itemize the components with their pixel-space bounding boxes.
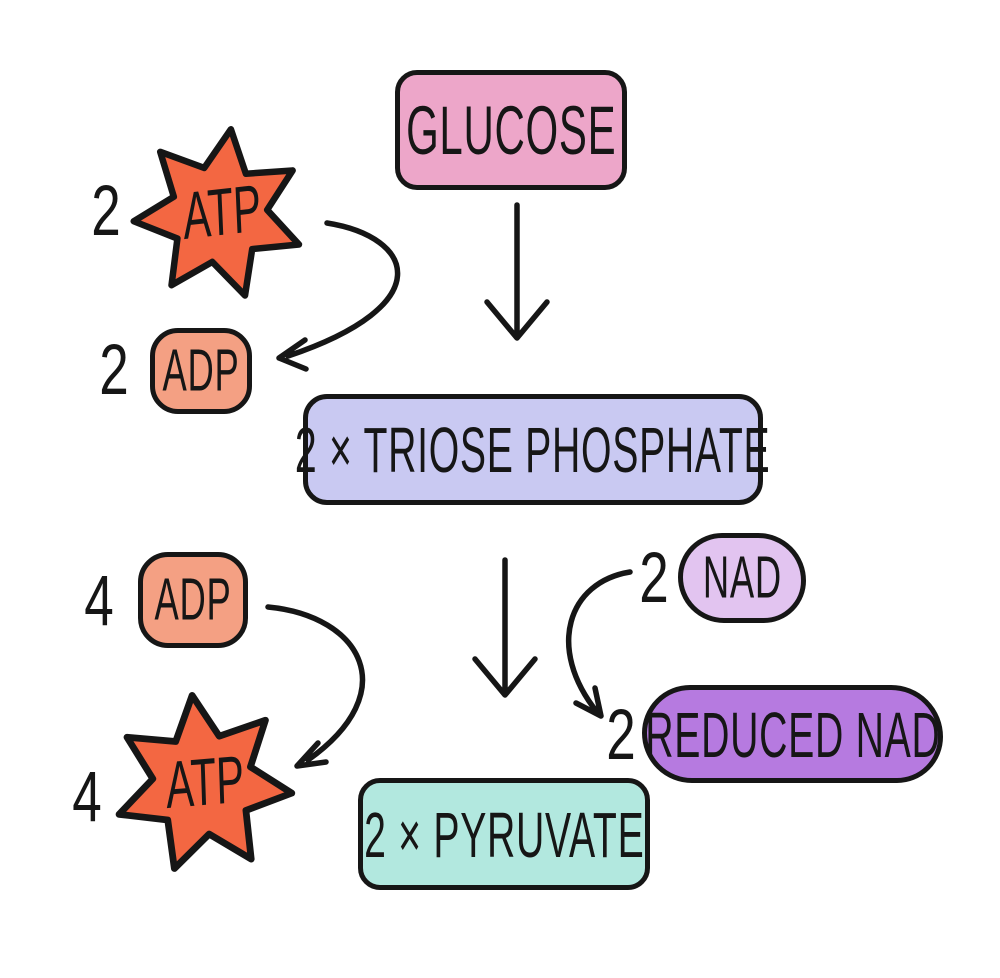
nad-label: NAD: [702, 544, 782, 612]
pyruvate-box: 2 × PYRUVATE: [358, 778, 650, 890]
adp-top-box: ADP: [150, 328, 252, 414]
atp-star-icon: [130, 126, 303, 299]
adp-bottom-box: ADP: [138, 552, 248, 648]
atp-star-icon: [115, 692, 296, 872]
adp-bottom-label: ADP: [154, 566, 232, 634]
arrow-triose-to-pyruvate: [472, 557, 538, 698]
adp-top-label: ADP: [162, 337, 240, 405]
arrow-nad-to-reduced-nad: [565, 569, 633, 719]
arrow-atp-to-adp: [276, 220, 401, 372]
atp-bottom-label: ATP: [164, 741, 246, 824]
reduced-nad-pill: REDUCED NAD: [642, 685, 943, 783]
triose-phosphate-label: 2 × TRIOSE PHOSPHATE: [295, 413, 771, 486]
triose-phosphate-box: 2 × TRIOSE PHOSPHATE: [295, 394, 770, 505]
adp-bottom-count: 4: [84, 561, 114, 641]
arrow-adp-to-atp: [265, 604, 366, 769]
atp-top-label: ATP: [181, 170, 263, 255]
pyruvate-label: 2 × PYRUVATE: [363, 797, 645, 871]
glucose-label: GLUCOSE: [405, 91, 617, 169]
nad-oval: NAD: [678, 533, 806, 623]
glucose-box: GLUCOSE: [395, 70, 627, 190]
reduced-nad-label: REDUCED NAD: [644, 697, 941, 771]
atp-top-count: 2: [91, 171, 121, 251]
nad-count: 2: [639, 538, 669, 618]
reduced-nad-count: 2: [606, 695, 636, 775]
atp-bottom-count: 4: [72, 757, 102, 837]
arrow-glucose-to-triose: [484, 202, 550, 341]
adp-top-count: 2: [99, 330, 129, 410]
